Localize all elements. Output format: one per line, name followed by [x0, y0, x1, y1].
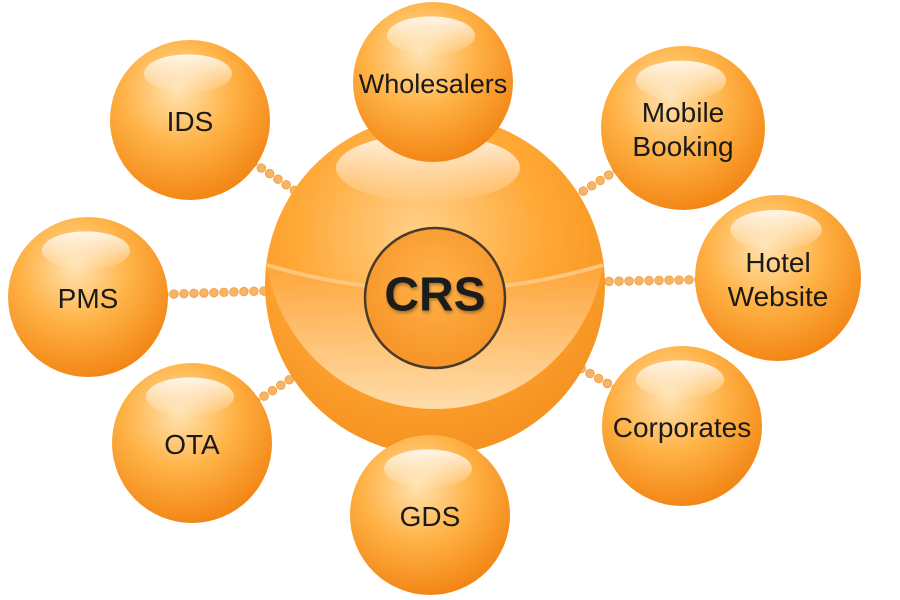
node-label-line: Mobile — [642, 98, 724, 129]
node-gds: GDS — [350, 435, 510, 595]
hub-shine — [336, 134, 520, 202]
connector-bead — [199, 288, 209, 298]
connector-bead — [179, 288, 189, 299]
connector-bead — [602, 378, 613, 389]
node-label-line: IDS — [167, 106, 214, 137]
node-label: Wholesalers — [359, 69, 508, 99]
node-ids: IDS — [110, 40, 270, 200]
node-label-line: Booking — [632, 131, 733, 162]
connector-bead — [259, 391, 269, 401]
node-shine — [387, 16, 475, 55]
connector-bead — [634, 276, 644, 286]
connector-bead — [674, 275, 684, 285]
node-shine — [384, 449, 472, 488]
connector-bead — [267, 385, 278, 396]
hub-crs: CRS — [265, 115, 605, 455]
connector-bead — [239, 286, 249, 297]
connector-bead — [169, 289, 179, 299]
connector-bead — [603, 170, 614, 180]
node-pms: PMS — [8, 217, 168, 377]
node-label-line: Corporates — [613, 412, 752, 443]
connector-bead — [587, 181, 597, 191]
node-label: OTA — [164, 429, 220, 460]
connector-bead — [654, 275, 664, 286]
connector-bead — [684, 275, 694, 285]
node-shine — [42, 231, 130, 270]
connector-bead — [281, 180, 291, 190]
connector-bead — [604, 276, 614, 287]
node-wholesalers: Wholesalers — [353, 2, 513, 162]
connector-bead — [593, 373, 604, 384]
node-shine — [730, 209, 822, 250]
node-label: Corporates — [613, 412, 752, 443]
connector-bead — [644, 275, 654, 286]
connector-bead — [595, 175, 605, 186]
connector-bead — [273, 174, 283, 184]
connector-hotel-website — [594, 274, 704, 287]
connector-bead — [209, 287, 219, 298]
node-shine — [146, 377, 234, 416]
node-shine — [635, 60, 727, 101]
node-shine — [636, 360, 724, 399]
node-shine — [144, 54, 232, 93]
hub-inner-ring — [363, 226, 507, 370]
node-label: IDS — [167, 106, 214, 137]
hub-label: CRS — [384, 269, 485, 322]
connector-bead — [578, 186, 588, 196]
connector-bead — [219, 287, 229, 297]
node-label: GDS — [400, 501, 461, 532]
connector-bead — [249, 286, 259, 296]
connector-bead — [189, 288, 199, 299]
connector-pms — [159, 286, 269, 300]
connector-bead — [229, 287, 239, 297]
connector-bead — [284, 375, 294, 385]
node-label-line: GDS — [400, 501, 461, 532]
node-label-line: OTA — [164, 429, 220, 460]
node-ota: OTA — [112, 363, 272, 523]
node-label-line: PMS — [58, 283, 119, 314]
node-corporates: Corporates — [602, 346, 762, 506]
node-label-line: Hotel — [745, 248, 810, 279]
connector-bead — [614, 276, 624, 286]
connector-bead — [585, 368, 595, 379]
node-label: PMS — [58, 283, 119, 314]
connector-bead — [664, 275, 674, 285]
connector-bead — [264, 168, 275, 179]
connector-bead — [624, 276, 634, 286]
node-label-line: Website — [728, 281, 829, 312]
connector-bead — [276, 380, 286, 390]
connector-bead — [256, 163, 267, 173]
node-label-line: Wholesalers — [359, 69, 508, 99]
